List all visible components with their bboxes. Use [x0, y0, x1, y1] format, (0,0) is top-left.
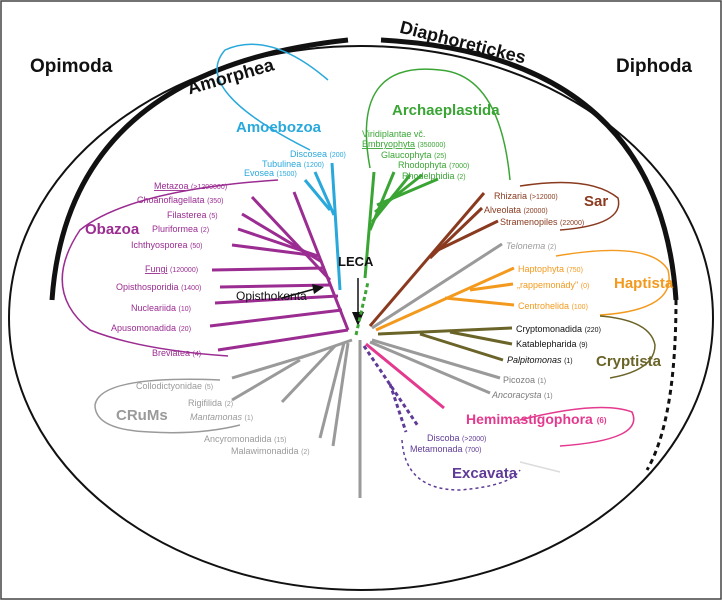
taxon-katablepharida: Katablepharida (9): [516, 339, 588, 349]
taxon-nucleariida: Nucleariida (10): [131, 303, 191, 313]
taxon-palpitomonas: Palpitomonas (1): [507, 355, 573, 365]
haptista-outline: [555, 249, 670, 316]
diaphoretickes-arc-dashed: [645, 299, 678, 471]
picozoa-ancoracysta-branches: [369, 338, 501, 395]
taxon-pluriformea: Pluriformea (2): [152, 224, 209, 234]
opisthokonta-arrow: [281, 287, 319, 299]
leca-label: LECA: [338, 254, 374, 269]
taxon-ancyromonadida: Ancyromonadida (15): [204, 434, 287, 444]
archaeplastida-label: Archaeplastida: [392, 102, 500, 119]
taxon-evosea: Evosea (1500): [244, 168, 297, 178]
taxon-haptophyta: Haptophyta (750): [518, 264, 583, 274]
sar-outline: [519, 181, 620, 231]
leca-arrowhead: [352, 312, 364, 326]
taxon-stramenopiles: Stramenopiles (22000): [500, 217, 584, 227]
opisthokonta-arrowhead: [312, 284, 324, 294]
excavata-outline: [401, 439, 521, 491]
taxon-viridiplantae: Viridiplantae vč.: [362, 129, 425, 139]
taxon-metazoa: Metazoa (>1200000): [154, 181, 227, 191]
excavata-branches: [362, 345, 420, 433]
cryptista-outline: [599, 315, 656, 379]
taxon-cryptomonadida: Cryptomonadida (220): [516, 324, 601, 334]
taxon-malawimonadida: Malawimonadida (2): [231, 446, 310, 456]
amoebozoa-label: Amoebozoa: [236, 119, 322, 136]
taxon-tubulinea: Tubulinea (1200): [262, 159, 324, 169]
archaeplastida-branches: [363, 171, 439, 279]
taxon-embryophyta: Embryophyta (350000): [362, 139, 446, 149]
outer-ellipse: [8, 45, 714, 591]
cryptista-branches: [377, 326, 513, 362]
diaphoretickes-arc: [380, 37, 679, 301]
taxon-ancoracysta: Ancoracysta (1): [491, 390, 553, 400]
crums-label: CRuMs: [116, 407, 168, 424]
amoebozoa-outline: [216, 43, 329, 151]
sar-branches: [368, 192, 499, 327]
taxon-alveolata: Alveolata (20000): [484, 205, 548, 215]
taxon-fungi: Fungi (120000): [145, 264, 198, 274]
taxon-apusomonadida: Apusomonadida (20): [111, 323, 191, 333]
taxon-discosea: Discosea (200): [290, 149, 346, 159]
haptista-label: Haptista: [614, 275, 674, 292]
taxon-filasterea: Filasterea (5): [167, 210, 218, 220]
hemimastigophora-outline: [519, 406, 635, 447]
sar-label: Sar: [584, 193, 608, 210]
taxon-telonema: Telonema (2): [506, 241, 556, 251]
archaeplastida-stem-dashed: [354, 281, 370, 336]
taxon-rappemonady: „rappemonády" (0): [517, 280, 589, 290]
taxon-rhizaria: Rhizaria (>12000): [494, 191, 558, 201]
opimoda-label: Opimoda: [30, 56, 113, 77]
crums-branches: [231, 338, 353, 447]
taxon-rigifilida: Rigifilida (2): [188, 398, 233, 408]
taxon-metamonada: Metamonada (700): [410, 444, 481, 454]
taxon-glaucophyta: Glaucophyta (25): [381, 150, 447, 160]
amorphea-arc: [49, 37, 349, 301]
opisthokonta-label: Opisthokonta: [236, 289, 307, 303]
excavata-label: Excavata: [452, 465, 518, 482]
taxon-choanoflagellata: Choanoflagellata (350): [137, 195, 223, 205]
excavata-outline-tail: [519, 461, 561, 473]
cryptista-label: Cryptista: [596, 353, 662, 370]
taxon-ichthyosporea: Ichthyosporea (50): [131, 240, 203, 250]
taxon-breviatea: Breviatea (4): [152, 348, 201, 358]
taxon-collodictyonidae: Collodictyonidae (5): [136, 381, 213, 391]
taxon-mantamonas: Mantamonas (1): [190, 412, 253, 422]
hemimastigophora-label: Hemimastigophora (6): [466, 411, 607, 427]
taxon-picozoa: Picozoa (1): [503, 375, 546, 385]
taxon-rhodelphidia: Rhodelphidia (2): [402, 171, 466, 181]
telonema-branch: [371, 242, 503, 330]
obazoa-branches: [209, 191, 350, 352]
taxon-centrohelida: Centrohelida (100): [518, 301, 588, 311]
crums-outline: [94, 378, 241, 434]
archaeplastida-outline: [365, 68, 511, 181]
obazoa-label: Obazoa: [85, 221, 140, 238]
amoebozoa-branches: [303, 162, 342, 291]
taxon-opisthosporidia: Opisthosporidia (1400): [116, 282, 201, 292]
hemimastigophora-branch: [365, 342, 445, 410]
diphoda-label: Diphoda: [616, 56, 692, 77]
haptista-branches: [375, 266, 515, 332]
obazoa-outline: [61, 179, 279, 357]
taxon-rhodophyta: Rhodophyta (7000): [398, 160, 469, 170]
taxon-discoba: Discoba (>2000): [427, 433, 486, 443]
amorphea-label: Amorphea: [185, 54, 277, 98]
